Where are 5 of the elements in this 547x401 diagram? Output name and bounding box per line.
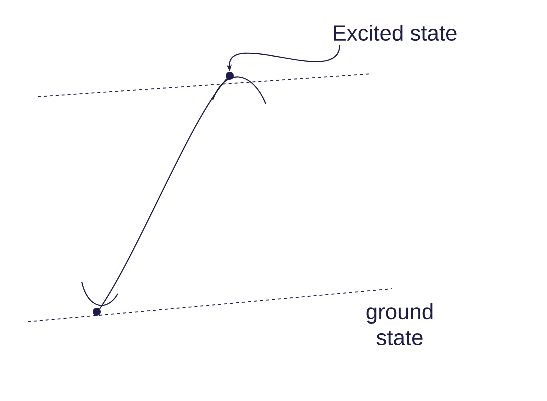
- transition-curve: [100, 78, 228, 310]
- state-dot: [226, 72, 234, 80]
- state-dot: [93, 308, 101, 316]
- state-label: ground state: [366, 304, 433, 346]
- state-label: Excited state: [334, 24, 457, 42]
